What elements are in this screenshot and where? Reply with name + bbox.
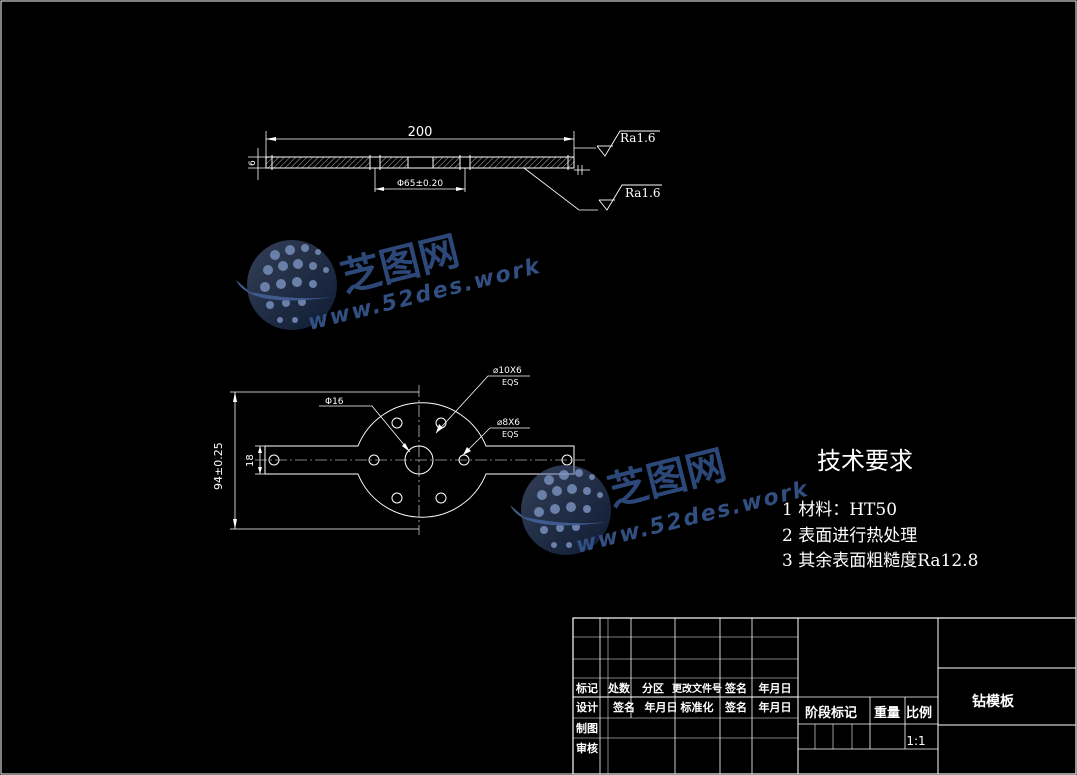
roughness-symbol-top: Ra1.6 xyxy=(574,130,660,157)
tech-requirement-item: 3 其余表面粗糙度Ra12.8 xyxy=(782,551,978,571)
title-block xyxy=(572,617,1077,775)
tb-label-design: 设计 xyxy=(576,700,598,714)
plate-section-left xyxy=(265,156,371,169)
tech-requirement-item: 1 材料：HT50 xyxy=(782,500,897,520)
ring-hole xyxy=(391,492,403,504)
tb-label-date: 年月日 xyxy=(645,700,678,714)
tb-label-sign: 签名 xyxy=(724,681,747,695)
center-hole xyxy=(404,445,434,475)
ring-hole xyxy=(435,492,447,504)
globe-icon xyxy=(521,465,611,555)
tech-requirement-item: 2 表面进行热处理 xyxy=(782,526,917,546)
tb-label-count: 处数 xyxy=(607,681,631,695)
ring-hole xyxy=(368,454,380,466)
center-hole-dimension-label: Φ16 xyxy=(325,397,344,407)
thickness-dimension-label: 6 xyxy=(248,160,258,166)
plate-section-right xyxy=(469,156,575,169)
hole-pattern-2-label: ⌀8X6 xyxy=(497,418,520,428)
tb-label-sign: 签名 xyxy=(724,700,747,714)
watermark-logo-1: 芝图网 www.52des.work xyxy=(236,228,544,336)
tb-label-scale: 比例 xyxy=(906,705,932,721)
plate-outline xyxy=(265,156,575,169)
tb-label-weight: 重量 xyxy=(874,705,900,721)
bar-width-dimension-label: 18 xyxy=(245,454,256,467)
ring-hole xyxy=(391,417,403,429)
hole-pattern-2-note: EQS xyxy=(502,430,518,439)
tb-label-zone: 分区 xyxy=(642,681,664,695)
tb-part-name: 钻模板 xyxy=(972,693,1015,710)
tb-label-mark: 标记 xyxy=(575,681,598,695)
tb-label-standard: 标准化 xyxy=(680,700,714,714)
tech-requirements-title: 技术要求 xyxy=(817,447,913,475)
bar-end-hole xyxy=(561,454,573,466)
tb-label-draw: 制图 xyxy=(576,721,598,735)
bar-end-hole xyxy=(268,454,280,466)
tb-label-sign: 签名 xyxy=(612,700,635,714)
roughness-bottom-label: Ra1.6 xyxy=(625,186,661,200)
length-dimension-label: 200 xyxy=(408,125,433,140)
tb-scale-value: 1:1 xyxy=(906,734,925,748)
tb-label-change-doc: 更改文件号 xyxy=(672,682,722,695)
watermark-logo-2: 芝图网 www.52des.work xyxy=(510,442,812,559)
tb-label-stage-mark: 阶段标记 xyxy=(805,705,857,721)
title-block-labels: 标记 处数 分区 更改文件号 签名 年月日 设计 签名 年月日 标准化 签名 年… xyxy=(575,681,1015,755)
tb-label-date: 年月日 xyxy=(759,700,792,714)
plate-section-mid-left xyxy=(379,156,409,169)
plate-section-mid-right xyxy=(432,156,461,169)
hole-pattern-1-note: EQS xyxy=(502,378,518,387)
tech-requirements: 技术要求 1 材料：HT50 2 表面进行热处理 3 其余表面粗糙度Ra12.8 xyxy=(782,447,978,571)
roughness-symbol-bottom: Ra1.6 xyxy=(523,167,662,211)
swoosh-icon xyxy=(236,280,340,301)
top-section-view: 200 6 Φ65±0.20 Ra1.6 Ra1.6 xyxy=(248,125,662,211)
swoosh-icon xyxy=(510,505,614,526)
roughness-top-label: Ra1.6 xyxy=(620,131,656,145)
height-dimension-label: 94±0.25 xyxy=(212,442,225,490)
ring-hole xyxy=(458,454,470,466)
tb-label-review: 审核 xyxy=(576,741,598,755)
hole-pattern-1-label: ⌀10X6 xyxy=(493,366,522,376)
hole-dimension-label: Φ65±0.20 xyxy=(397,179,443,189)
globe-icon xyxy=(247,240,337,330)
tb-label-date: 年月日 xyxy=(759,681,792,695)
